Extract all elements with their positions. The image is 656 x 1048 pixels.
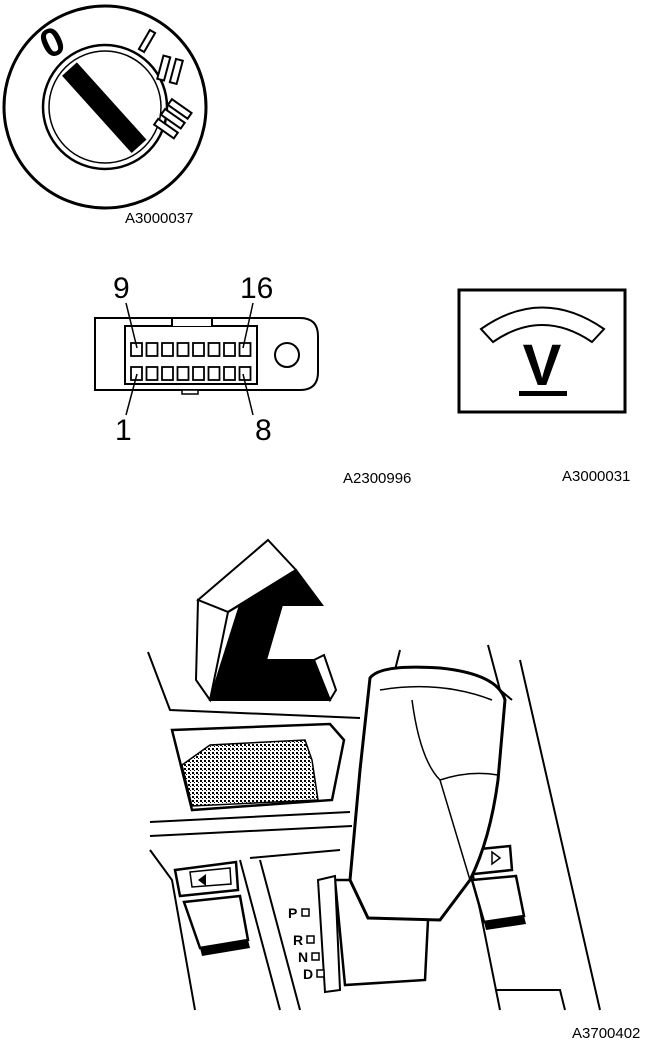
pin-8-label: 8 bbox=[255, 414, 272, 447]
connector-pin-grid bbox=[130, 342, 252, 381]
connector-key bbox=[181, 389, 199, 395]
gear-letter-p: P bbox=[288, 905, 297, 921]
connector-pin-cavity bbox=[223, 342, 236, 357]
gear-indicator-square bbox=[306, 935, 315, 944]
pin-1-label: 1 bbox=[115, 414, 132, 447]
pin-1-leader bbox=[125, 373, 138, 416]
voltmeter-figure-code: A3000031 bbox=[562, 468, 630, 485]
pin-9-leader bbox=[125, 302, 138, 349]
connector-latch bbox=[171, 317, 213, 326]
diagnostic-connector bbox=[94, 302, 319, 416]
console-left-panel bbox=[149, 849, 196, 1011]
connector-pin-cavity bbox=[207, 366, 221, 381]
console-ledge bbox=[149, 811, 353, 837]
gear-letter-d: D bbox=[303, 966, 313, 982]
voltmeter-symbol: V bbox=[457, 288, 627, 414]
voltmeter-underline bbox=[519, 391, 567, 396]
connector-pin-cavity bbox=[223, 366, 236, 381]
connector-pin-cavity bbox=[161, 366, 174, 381]
connector-pin-cavity bbox=[161, 342, 174, 357]
gear-letter-n: N bbox=[298, 949, 308, 965]
connector-pin-cavity bbox=[207, 342, 221, 357]
pin-16-leader bbox=[242, 302, 254, 349]
connector-mount-hole bbox=[274, 342, 300, 368]
ignition-position-2-mark bbox=[156, 54, 185, 86]
pin-16-label: 16 bbox=[240, 272, 273, 305]
gear-knob-body bbox=[348, 665, 507, 922]
connector-pin-cavity bbox=[145, 342, 159, 357]
left-seat-heat-switch bbox=[173, 860, 250, 956]
connector-pin-cavity bbox=[238, 342, 252, 357]
gear-knob-contour bbox=[379, 685, 499, 881]
connector-pin-cavity bbox=[238, 366, 252, 381]
pin-9-label: 9 bbox=[113, 272, 130, 305]
remove-direction-arrow bbox=[194, 538, 338, 703]
gear-indicator-square bbox=[316, 969, 325, 978]
gear-knob bbox=[316, 665, 507, 994]
gear-selector-figure-code: A3700402 bbox=[572, 1025, 640, 1042]
ignition-switch: 0 bbox=[2, 4, 208, 210]
ignition-figure-code: A3000037 bbox=[125, 210, 193, 227]
gear-indicator-square bbox=[301, 908, 310, 917]
gear-gate-track bbox=[239, 849, 341, 1011]
voltmeter-unit-label: V bbox=[523, 333, 562, 398]
ignition-position-1-mark bbox=[137, 28, 157, 54]
connector-face bbox=[124, 325, 258, 385]
console-edge bbox=[147, 651, 361, 719]
connector-pin-cavity bbox=[176, 366, 190, 381]
pin-8-leader bbox=[242, 373, 254, 416]
gear-letter-r: R bbox=[293, 932, 303, 948]
ignition-key-slot bbox=[62, 62, 147, 154]
connector-pin-cavity bbox=[176, 342, 190, 357]
connector-pin-cavity bbox=[192, 366, 205, 381]
connector-pin-cavity bbox=[130, 366, 143, 381]
connector-figure-code: A2300996 bbox=[343, 470, 411, 487]
gear-lever-side bbox=[316, 874, 342, 994]
gear-indicator-square bbox=[311, 952, 320, 961]
tray-object bbox=[181, 739, 319, 807]
voltmeter-scale-arc bbox=[479, 306, 606, 344]
ignition-position-3-mark bbox=[152, 97, 193, 140]
ignition-barrel-inner bbox=[48, 50, 162, 164]
connector-pin-cavity bbox=[192, 342, 205, 357]
connector-pin-cavity bbox=[145, 366, 159, 381]
